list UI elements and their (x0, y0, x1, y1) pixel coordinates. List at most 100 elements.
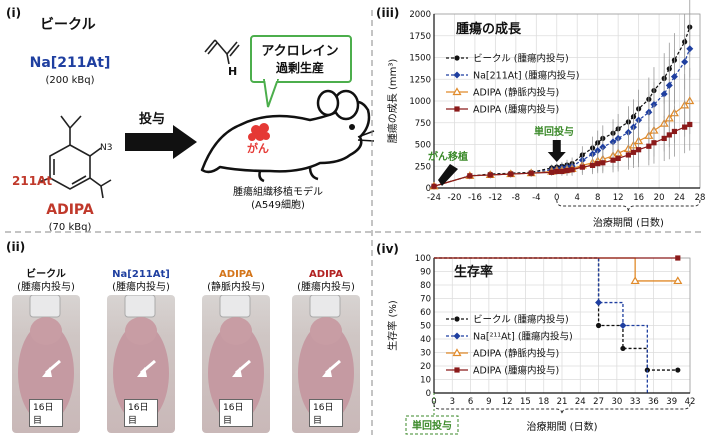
xenograft-model-label: 腫瘍組織移植モデル (233, 187, 323, 198)
data-point (564, 168, 570, 174)
dose-annotation-box (405, 415, 459, 435)
x-tick-label: 12 (502, 397, 513, 407)
y-tick-label: 2000 (409, 10, 431, 20)
panel-label-ii: (ii) (6, 240, 26, 254)
na-at-dose: (200 kBq) (45, 75, 95, 86)
data-point (682, 124, 688, 130)
y-tick-label: 1250 (409, 75, 431, 85)
treatment-brace (556, 199, 701, 213)
legend: ビークル (腫瘍内投与)Na[²¹¹At] (腫瘍内投与)ADIPA (静脈内投… (446, 314, 573, 377)
legend-label: ADIPA (腫瘍内投与) (473, 104, 559, 116)
legend-label: ADIPA (腫瘍内投与) (473, 365, 559, 377)
legend-swatch-marker (452, 348, 462, 357)
syringe-cap (219, 295, 251, 318)
x-tick-label: 28 (695, 193, 706, 203)
y-tick-label: 90 (420, 268, 431, 278)
data-point (630, 149, 637, 155)
data-point (595, 322, 602, 329)
data-point (559, 168, 565, 175)
x-tick-label: 20 (654, 193, 665, 203)
x-tick-label: 12 (613, 193, 624, 203)
panel-label-iv: (iv) (376, 242, 399, 256)
legend-swatch-marker (454, 316, 460, 322)
photo-subtitle: (腫瘍内投与) (297, 282, 355, 293)
data-point (625, 152, 631, 158)
acrolein-bubble (250, 35, 352, 83)
mouse-photo-drawing (208, 295, 264, 423)
y-tick-label: 70 (420, 295, 431, 305)
survival-step-line (434, 257, 648, 393)
photo-subtitle: (腫瘍内投与) (17, 282, 75, 293)
a549-cell-label: (A549細胞) (251, 200, 305, 211)
survival-rate-chart: 0102030405060708090100036912151821242730… (386, 254, 696, 435)
data-point (554, 168, 560, 175)
x-tick-label: -20 (448, 193, 462, 203)
x-tick-label: 24 (575, 397, 586, 407)
y-tick-label: 1500 (409, 54, 431, 64)
mouse-photo: 16日目 (12, 295, 80, 433)
astatine-label: 211At (12, 174, 53, 188)
data-point (675, 255, 681, 261)
treatment-brace (433, 403, 691, 415)
syringe-cap (124, 295, 156, 318)
y-tick-label: 10 (420, 376, 431, 386)
treatment-period-label: 治療期間 (日数) (527, 420, 598, 433)
y-tick-label: 60 (420, 308, 431, 318)
pointer-arrow-head (232, 367, 242, 377)
na-at-compound-name: Na[211At] (29, 55, 111, 71)
x-tick-label: 21 (557, 397, 568, 407)
bubble-tail (262, 79, 280, 108)
x-tick-label: 42 (685, 397, 696, 407)
x-tick-label: 18 (538, 397, 549, 407)
x-tick-label: -4 (532, 193, 540, 203)
mouse-photo: 16日目 (292, 295, 360, 433)
y-tick-label: 1000 (409, 97, 431, 107)
mouse-head (30, 317, 62, 345)
acrolein-label: アクロレイン (261, 44, 339, 59)
mouse-head (220, 317, 252, 345)
x-tick-label: 3 (450, 397, 455, 407)
administration-arrow-icon (125, 125, 197, 159)
adipa-dose: (70 kBq) (48, 222, 92, 233)
x-tick-label: -24 (427, 193, 441, 203)
y-axis-label: 腫瘍の成長 (mm³) (386, 59, 399, 144)
data-point (620, 345, 626, 352)
syringe-cap (29, 295, 61, 318)
legend-label: ADIPA (静脈内投与) (473, 348, 559, 360)
y-axis-label: 生存率 (%) (386, 300, 399, 351)
mouse-photo: 16日目 (202, 295, 270, 433)
x-tick-label: 4 (575, 193, 580, 203)
data-point (595, 161, 601, 167)
acrolein-hydrogen-label: H (228, 65, 238, 78)
azide-label: N3 (100, 143, 113, 153)
data-point (508, 171, 514, 177)
x-tick-label: 30 (611, 397, 622, 407)
dose-annotation: 単回投与 (534, 125, 574, 138)
treatment-period-label: 治療期間 (日数) (593, 216, 664, 229)
data-point (528, 170, 534, 176)
chart-title: 腫瘍の成長 (456, 21, 522, 37)
series (434, 255, 681, 261)
x-tick-label: 16 (633, 193, 644, 203)
x-tick-label: -8 (512, 193, 520, 203)
series (431, 98, 693, 189)
adipa-molecule-structure (38, 115, 112, 199)
data-point (661, 135, 667, 142)
mouse-photo-drawing (113, 295, 169, 423)
y-tick-label: 80 (420, 281, 431, 291)
legend-swatch-marker (452, 87, 462, 96)
syringe-cap (309, 295, 341, 318)
legend: ビークル (腫瘍内投与)Na[211At] (腫瘍内投与)ADIPA (静脈内投… (446, 53, 579, 116)
data-point (673, 276, 683, 285)
x-tick-label: 36 (648, 397, 659, 407)
data-point (431, 183, 437, 189)
pointer-arrow-head (322, 367, 332, 377)
chart-title: 生存率 (454, 264, 493, 280)
cancer-label: がん (247, 142, 269, 155)
y-tick-label: 250 (415, 162, 431, 172)
data-point (675, 367, 681, 373)
y-tick-label: 750 (415, 119, 431, 129)
x-tick-label: 9 (486, 397, 491, 407)
data-point (630, 276, 640, 285)
engraftment-annotation: がん移植 (428, 150, 468, 163)
